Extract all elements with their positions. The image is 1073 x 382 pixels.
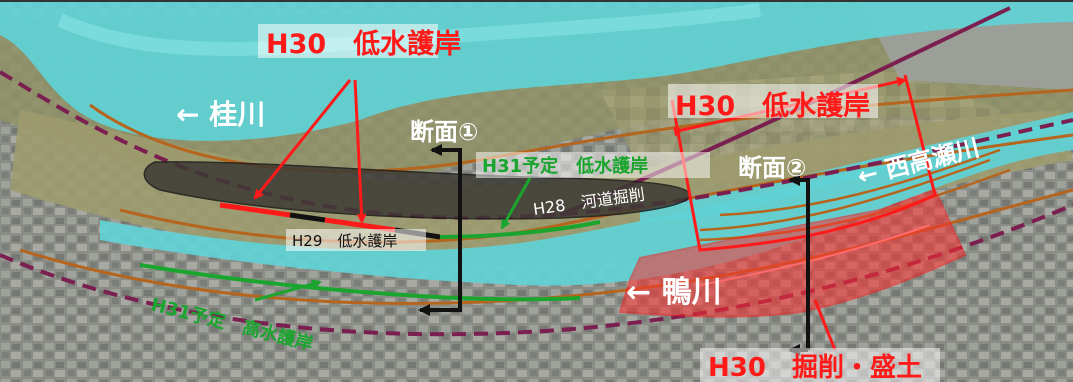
dike-line-mid	[119, 133, 1073, 244]
revetment-h30-segment-a	[219, 202, 291, 218]
label-h30-excavation: H30 掘削・盛土	[708, 352, 922, 382]
section2-top-arrow	[788, 174, 810, 350]
arrow-h30-left-a	[253, 79, 352, 200]
revetment-h30-segment-b	[324, 217, 396, 233]
levee-line-south	[0, 203, 1073, 337]
label-section-2: 断面②	[738, 154, 806, 182]
revetment-h29-segment-a	[289, 212, 326, 223]
arrow-h30-excavation	[813, 299, 837, 351]
label-h29-lowwater: H29 低水護岸	[292, 232, 397, 250]
label-bg-h29	[286, 229, 426, 251]
kamo-river	[100, 118, 1073, 286]
label-katsura-river: ← 桂川	[176, 98, 265, 131]
label-bg-h30-right	[668, 84, 878, 118]
label-bg-h30-left	[258, 24, 438, 58]
label-kamo-river: ← 鴨川	[626, 275, 722, 310]
label-h30-lowwater-right: H30 低水護岸	[675, 90, 870, 122]
section1-top-arrow	[430, 144, 462, 260]
section1-bottom-arrow	[418, 260, 462, 316]
label-bg-h30-excavation	[700, 348, 940, 382]
excavation-inner-line	[699, 224, 931, 286]
label-h31-lowwater: H31予定 低水護岸	[482, 155, 648, 177]
label-section-1: 断面①	[410, 118, 478, 146]
revetment-h31-highwater	[139, 263, 581, 302]
label-bg-h31-lowwater	[476, 152, 710, 178]
arrow-h30-left-b	[353, 79, 367, 224]
label-h30-lowwater-left: H30 低水護岸	[266, 28, 461, 60]
arrow-h31-lowwater	[500, 177, 532, 230]
channel-excavation-area	[143, 161, 691, 220]
excavation-fill-area	[618, 188, 967, 318]
arrow-h31-highwater	[254, 279, 322, 302]
